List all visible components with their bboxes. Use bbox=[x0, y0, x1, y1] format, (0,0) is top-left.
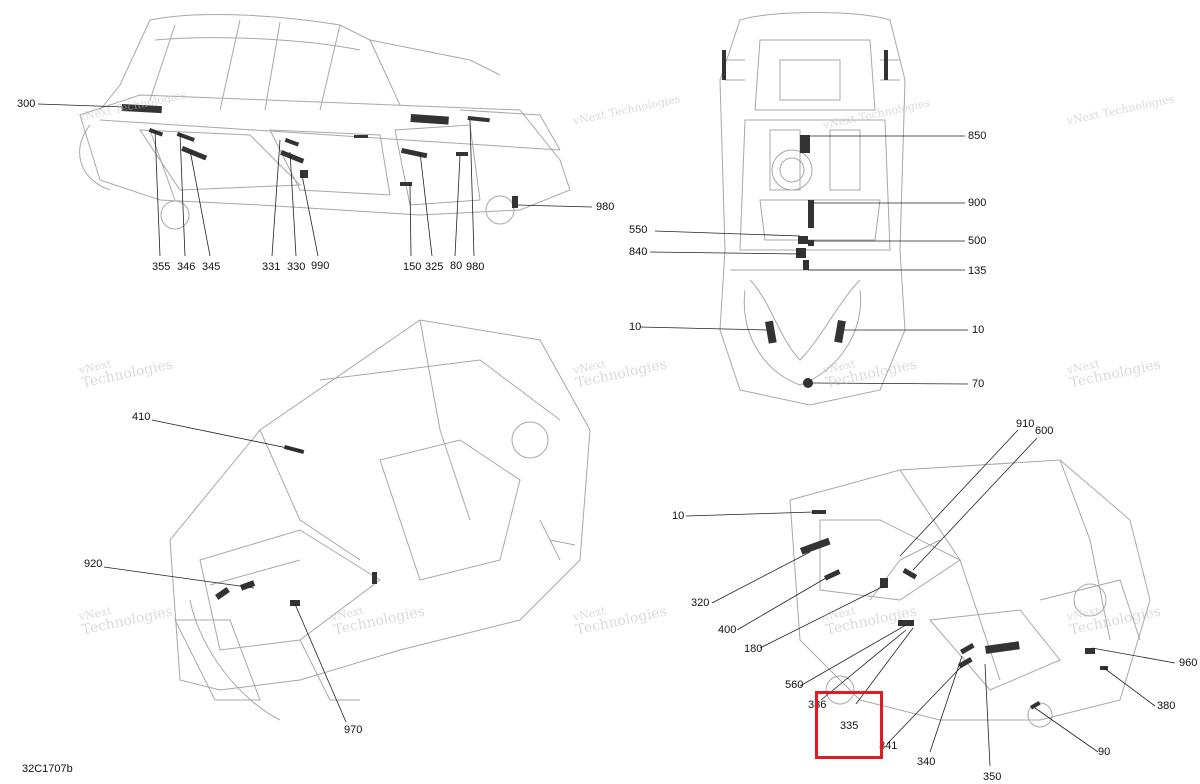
callout-label: 320 bbox=[691, 597, 710, 609]
callout-label: 380 bbox=[1157, 700, 1176, 712]
callout-label: 990 bbox=[311, 260, 330, 272]
callout-label: 135 bbox=[968, 265, 987, 277]
callout-label: 355 bbox=[152, 261, 171, 273]
document-id: 32C1707b bbox=[22, 763, 73, 775]
callout-label: 600 bbox=[1035, 425, 1054, 437]
front-iso-decals bbox=[215, 445, 377, 606]
callout-label: 910 bbox=[1016, 418, 1035, 430]
callout-label: 560 bbox=[785, 679, 804, 691]
top-view-leader-lines bbox=[639, 135, 969, 385]
highlight-box bbox=[815, 691, 883, 759]
callout-label: 350 bbox=[983, 771, 1002, 783]
callout-label: 90 bbox=[1098, 746, 1111, 758]
callout-label: 970 bbox=[344, 724, 363, 736]
callout-label: 180 bbox=[744, 643, 763, 655]
callout-label: 900 bbox=[968, 197, 987, 209]
callout-label: 80 bbox=[450, 260, 463, 272]
callout-label: 400 bbox=[718, 624, 737, 636]
callout-label: 980 bbox=[466, 261, 485, 273]
callout-label: 300 bbox=[17, 98, 36, 110]
callout-label: 10 bbox=[672, 510, 685, 522]
callout-label: 410 bbox=[132, 411, 151, 423]
callout-label: 10 bbox=[972, 324, 985, 336]
front-iso-leader-lines bbox=[103, 419, 347, 723]
callout-label: 850 bbox=[968, 130, 987, 142]
rear-iso-decals bbox=[800, 510, 1108, 710]
callout-label: 331 bbox=[262, 261, 281, 273]
callout-label: 330 bbox=[287, 261, 306, 273]
side-view-leader-lines bbox=[37, 103, 593, 257]
front-iso-vehicle bbox=[169, 319, 591, 721]
callout-label: 340 bbox=[917, 756, 936, 768]
callout-label: 325 bbox=[425, 261, 444, 273]
callout-label: 960 bbox=[1179, 657, 1198, 669]
callout-label: 840 bbox=[629, 246, 648, 258]
callout-label: 346 bbox=[177, 261, 196, 273]
side-view-vehicle bbox=[79, 14, 571, 230]
top-view-decals bbox=[722, 50, 888, 388]
callout-label: 345 bbox=[202, 261, 221, 273]
rear-iso-vehicle bbox=[789, 459, 1151, 728]
side-view-decals bbox=[121, 104, 518, 208]
callout-label: 920 bbox=[84, 558, 103, 570]
callout-label: 335 bbox=[840, 720, 859, 732]
callout-label: 341 bbox=[879, 740, 898, 752]
callout-label: 150 bbox=[403, 261, 422, 273]
callout-label: 500 bbox=[968, 235, 987, 247]
callout-label: 550 bbox=[629, 224, 648, 236]
callout-label: 980 bbox=[596, 201, 615, 213]
callout-label: 70 bbox=[972, 378, 985, 390]
callout-label: 10 bbox=[629, 321, 642, 333]
